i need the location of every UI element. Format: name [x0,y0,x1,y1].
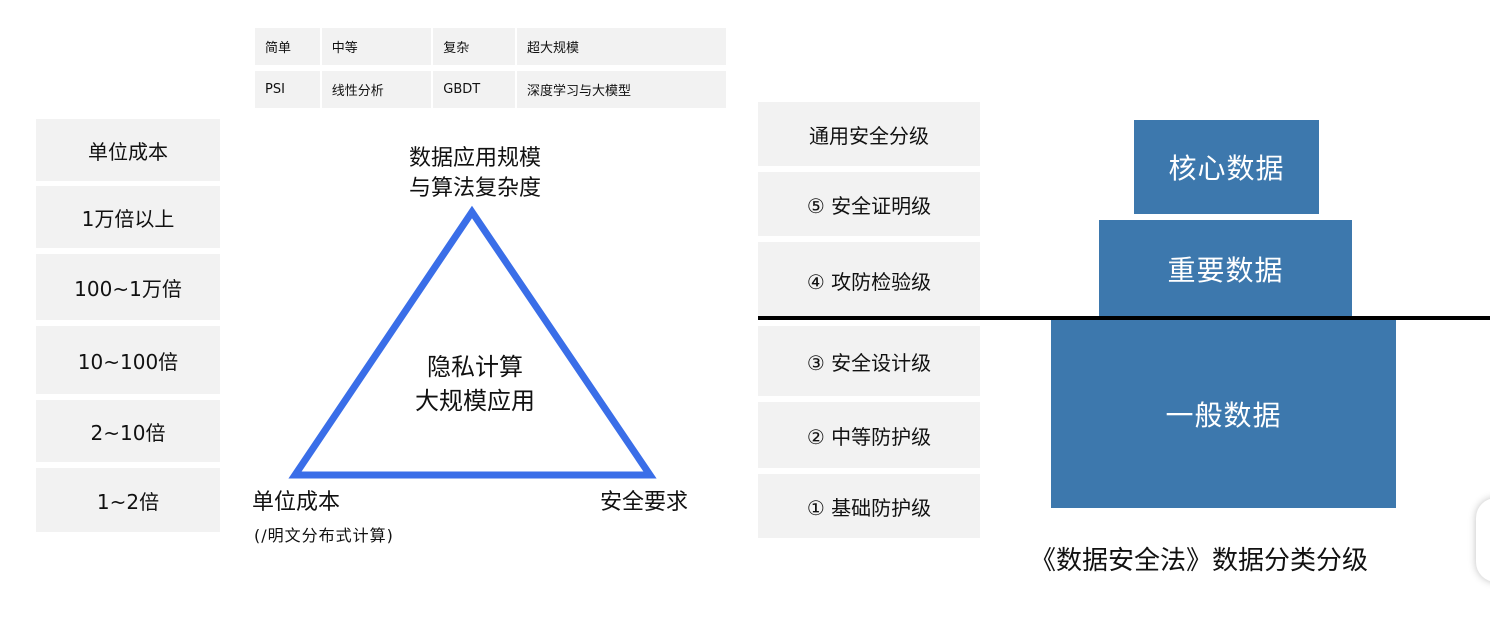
algorithm-cell: GBDT [433,71,515,108]
triangle-top-label: 数据应用规模 与算法复杂度 [380,144,570,204]
side-panel-handle[interactable] [1476,498,1490,582]
core-data-block: 核心数据 [1134,120,1319,214]
privacy-triangle [288,205,657,479]
algorithm-cell: 深度学习与大模型 [516,71,726,108]
security-level-column: 通用安全分级 ⑤ 安全证明级 ④ 攻防检验级 ③ 安全设计级 ② 中等防护级 ①… [758,102,980,538]
cost-item: 10~100倍 [36,326,220,394]
cost-item: 1万倍以上 [36,186,220,248]
triangle-center-line: 大规模应用 [415,387,535,415]
cost-item: 100~1万倍 [36,254,220,320]
complexity-cell: 超大规模 [516,28,726,65]
level-header: 通用安全分级 [758,102,980,166]
level-item: ① 基础防护级 [758,474,980,538]
level-item: ④ 攻防检验级 [758,242,980,318]
level-item: ⑤ 安全证明级 [758,172,980,236]
cost-column: 单位成本 1万倍以上 100~1万倍 10~100倍 2~10倍 1~2倍 [36,119,220,532]
triangle-shape [288,205,657,479]
classification-caption: 《数据安全法》数据分类分级 [1030,546,1369,576]
triangle-right-label: 安全要求 [600,490,689,515]
triangle-top-line: 与算法复杂度 [408,176,541,201]
general-data-block: 一般数据 [1051,320,1396,508]
triangle-top-line: 数据应用规模 [408,146,541,171]
complexity-cell: 复杂 [433,28,515,65]
triangle-center-label: 隐私计算 大规模应用 [380,350,570,418]
complexity-cell: 简单 [255,28,320,65]
level-item: ③ 安全设计级 [758,326,980,396]
complexity-table: 简单 中等 复杂 超大规模 PSI 线性分析 GBDT 深度学习与大模型 [255,28,726,114]
complexity-row: 简单 中等 复杂 超大规模 [255,28,726,65]
level-item: ② 中等防护级 [758,402,980,468]
algorithm-row: PSI 线性分析 GBDT 深度学习与大模型 [255,71,726,108]
algorithm-cell: PSI [255,71,320,108]
cost-item: 2~10倍 [36,400,220,462]
complexity-cell: 中等 [321,28,432,65]
cost-header: 单位成本 [36,119,220,181]
cost-item: 1~2倍 [36,468,220,532]
algorithm-cell: 线性分析 [321,71,432,108]
important-data-block: 重要数据 [1099,220,1352,318]
triangle-left-label: 单位成本 [252,490,341,515]
level-divider-line [758,316,1490,320]
triangle-center-line: 隐私计算 [427,353,523,381]
triangle-left-sublabel: (/明文分布式计算) [254,526,394,545]
